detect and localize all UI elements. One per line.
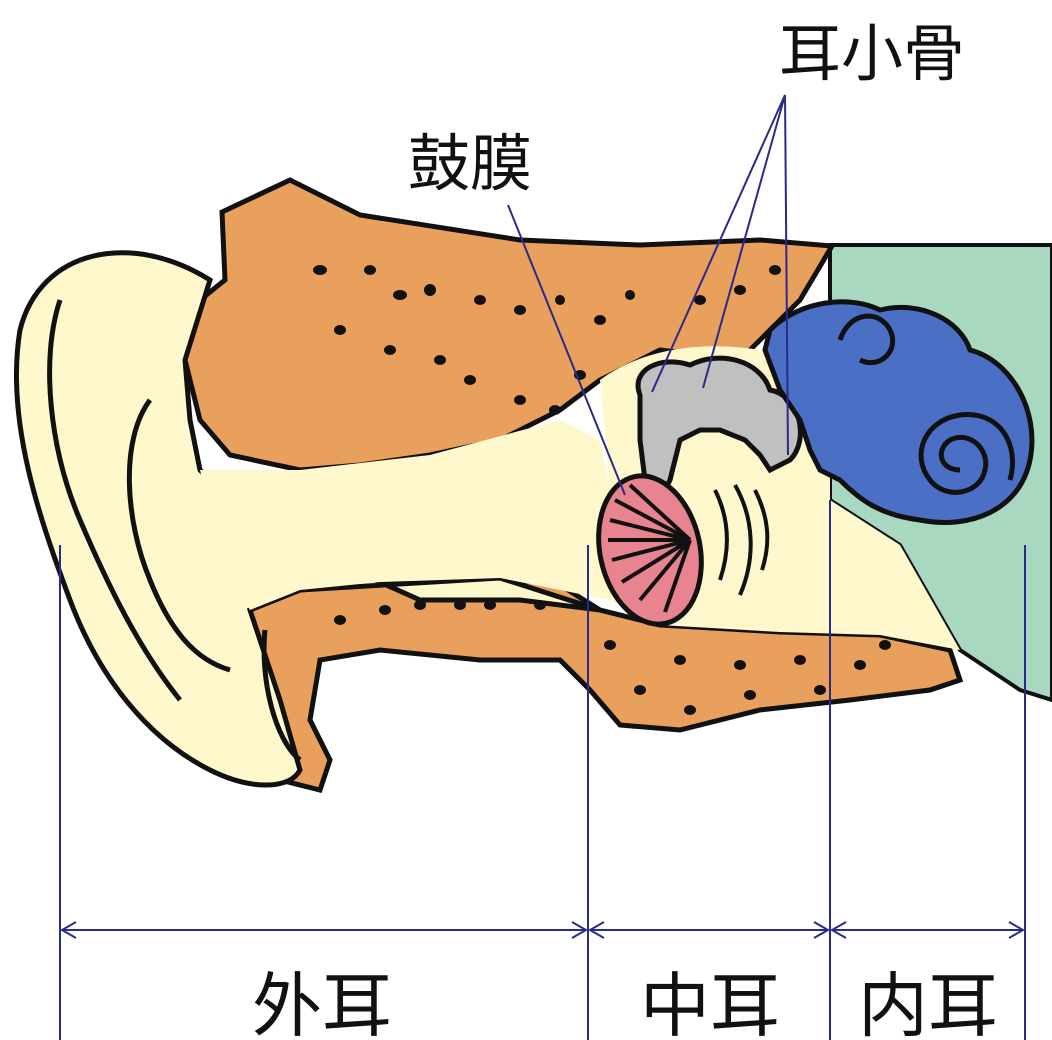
outer-ear-label: 外耳 [252, 965, 392, 1040]
region-arrows [62, 922, 1023, 938]
middle-ear-label: 中耳 [640, 965, 780, 1040]
inner-ear-label: 内耳 [858, 965, 998, 1040]
ossicles-label: 耳小骨 [779, 17, 965, 90]
eardrum-label: 鼓膜 [408, 127, 532, 200]
